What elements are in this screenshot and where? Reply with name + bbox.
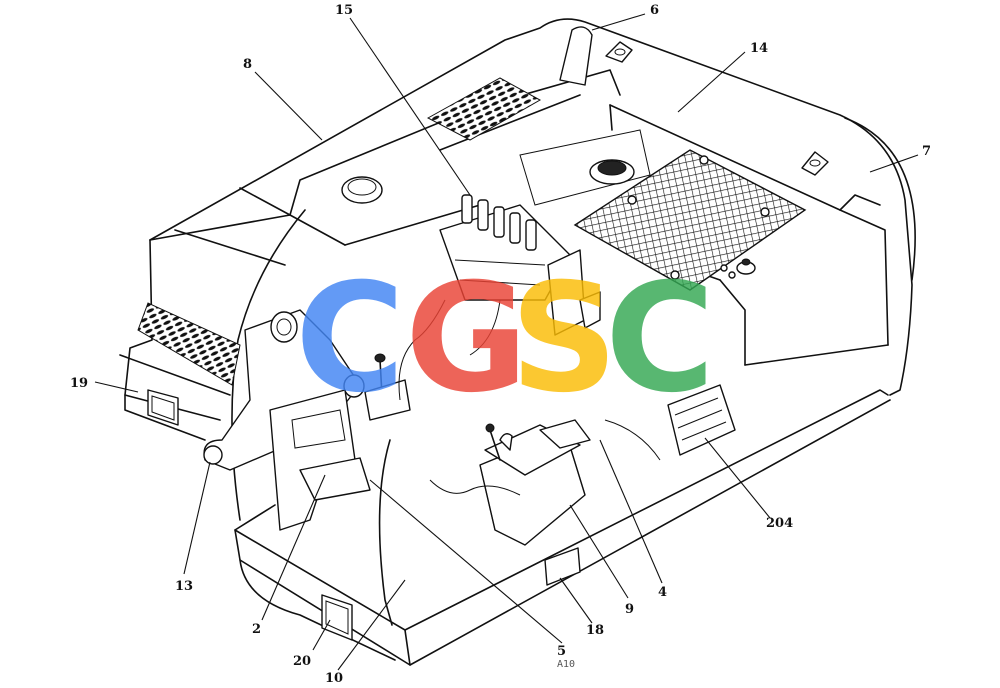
vent-grille-top [426,77,542,141]
grab-handle [559,26,593,86]
vent-grille-left [137,302,241,386]
callout-label: 5 [557,644,566,659]
lifting-eye-left [605,41,633,63]
callout-label: 19 [70,376,88,391]
callout-labels: 15 6 14 8 7 19 204 13 4 9 2 18 5 20 10 A… [70,3,931,686]
radiator-mesh [573,149,807,291]
filler-cap [720,258,756,279]
watermark-letter: C [295,252,405,426]
watermark-letter: C [605,252,715,426]
callout-label: 2 [252,622,261,637]
joystick-console-right [484,419,591,476]
callout-label: 4 [658,585,667,600]
callout-label: 15 [335,3,353,18]
callout-label: 14 [750,41,768,56]
front-lower-hatch [321,594,353,641]
callout-label: 10 [325,671,343,686]
air-filter-cover [589,159,635,185]
callout-label: 20 [293,654,311,669]
side-vent-box [667,384,736,456]
callout-label: 8 [243,57,252,72]
watermark: C G S C [295,252,715,426]
left-access-panel [147,389,179,426]
wiring-harness [398,299,661,496]
control-valve-block [439,194,571,301]
callout-label: 6 [650,3,659,18]
callout-label: 7 [922,144,931,159]
callout-label: 18 [586,623,604,638]
watermark-letter: G [405,252,528,426]
boom-mount [203,309,365,471]
callout-label: 13 [175,579,193,594]
watermark-letter: S [510,252,618,426]
lifting-eye-right [801,151,829,176]
mounting-bracket [547,249,601,336]
sheet-code: A10 [557,659,575,670]
callout-label: 9 [625,602,634,617]
round-cap [341,176,383,204]
callout-label: 204 [766,516,793,531]
label-plate [544,547,581,586]
leader-lines [94,13,919,671]
